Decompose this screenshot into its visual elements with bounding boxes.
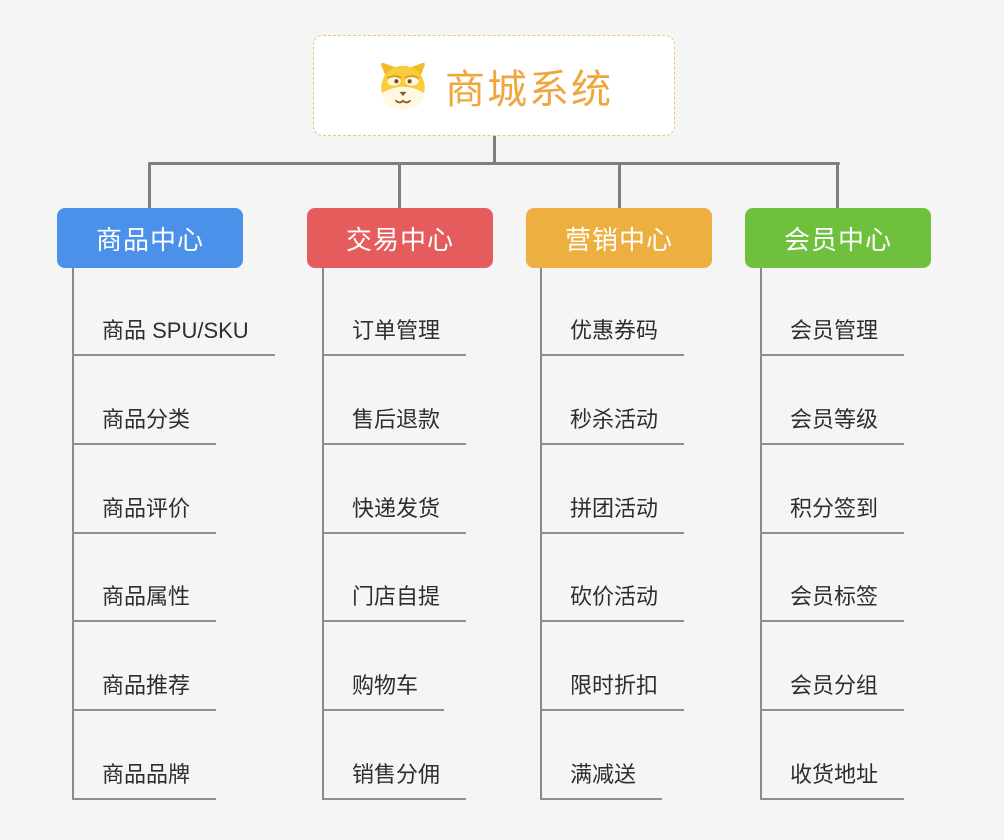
root-title: 商城系统 — [445, 67, 613, 112]
root-node[interactable]: 商城系统 — [313, 35, 675, 136]
leaf-node[interactable]: 积分签到 — [760, 488, 905, 534]
connector-drop — [836, 164, 839, 208]
leaf-node[interactable]: 商品 SPU/SKU — [72, 310, 275, 356]
branch-trunk — [540, 268, 542, 800]
leaf-node[interactable]: 会员等级 — [760, 399, 905, 445]
leaf-node[interactable]: 商品评价 — [72, 488, 217, 534]
leaf-node[interactable]: 会员标签 — [760, 576, 905, 622]
branch-header-member-center[interactable]: 会员中心 — [745, 208, 931, 268]
leaf-node[interactable]: 优惠券码 — [540, 310, 685, 356]
leaf-node[interactable]: 购物车 — [322, 665, 445, 711]
leaf-node[interactable]: 商品分类 — [72, 399, 217, 445]
connector-root-drop — [493, 136, 496, 163]
leaf-node[interactable]: 拼团活动 — [540, 488, 685, 534]
leaf-node[interactable]: 会员管理 — [760, 310, 905, 356]
leaf-node[interactable]: 售后退款 — [322, 399, 467, 445]
leaf-node[interactable]: 商品品牌 — [72, 754, 217, 800]
leaf-node[interactable]: 限时折扣 — [540, 665, 685, 711]
leaf-node[interactable]: 订单管理 — [322, 310, 467, 356]
branch-header-marketing-center[interactable]: 营销中心 — [526, 208, 712, 268]
leaf-node[interactable]: 秒杀活动 — [540, 399, 685, 445]
leaf-node[interactable]: 砍价活动 — [540, 576, 685, 622]
connector-drop — [618, 164, 621, 208]
branch-trunk — [72, 268, 74, 800]
leaf-node[interactable]: 满减送 — [540, 754, 663, 800]
leaf-node[interactable]: 销售分佣 — [322, 754, 467, 800]
leaf-node[interactable]: 商品属性 — [72, 576, 217, 622]
connector-drop — [398, 164, 401, 208]
leaf-node[interactable]: 门店自提 — [322, 576, 467, 622]
connector-drop — [148, 164, 151, 208]
dog-face-icon — [375, 58, 431, 114]
branch-header-trade-center[interactable]: 交易中心 — [307, 208, 493, 268]
branch-header-product-center[interactable]: 商品中心 — [57, 208, 243, 268]
leaf-node[interactable]: 收货地址 — [760, 754, 905, 800]
branch-trunk — [760, 268, 762, 800]
leaf-node[interactable]: 会员分组 — [760, 665, 905, 711]
branch-trunk — [322, 268, 324, 800]
connector-bus — [148, 162, 840, 165]
leaf-node[interactable]: 快递发货 — [322, 488, 467, 534]
leaf-node[interactable]: 商品推荐 — [72, 665, 217, 711]
